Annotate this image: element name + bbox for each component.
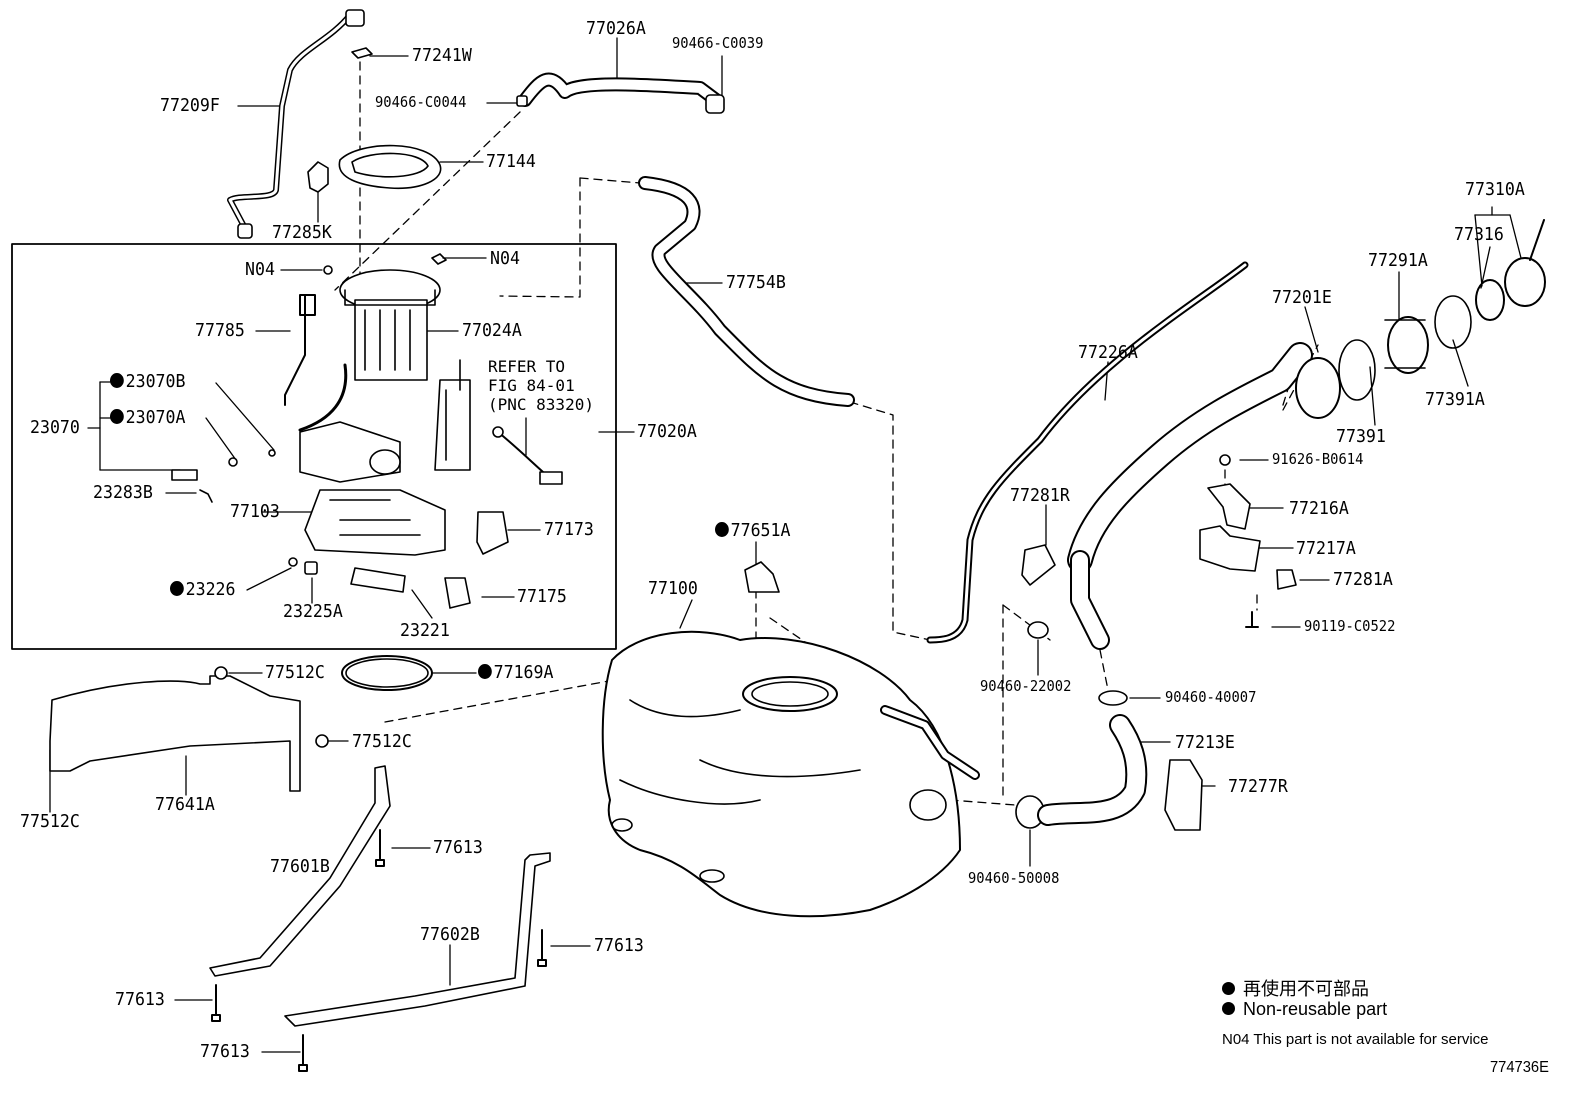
label-77512C-bottom: 77512C — [20, 811, 80, 832]
legend-n04-note: N04 This part is not available for servi… — [1222, 1031, 1489, 1048]
label-77291A: 77291A — [1368, 250, 1428, 271]
label-90460-50008: 90460-50008 — [968, 869, 1060, 887]
label-77613-a: 77613 — [433, 837, 483, 858]
fuel-tank-77100 — [601, 630, 980, 918]
protector-77277R — [1164, 759, 1203, 831]
label-N04-left: N04 — [245, 259, 275, 280]
label-77601B: 77601B — [270, 856, 330, 877]
gasket-77169A — [341, 655, 433, 691]
tank-band-77602B — [284, 852, 551, 1027]
label-77281R: 77281R — [1010, 485, 1070, 506]
legend-non-reusable-en: Non-reusable part — [1222, 999, 1387, 1020]
label-23283B: 23283B — [93, 482, 153, 503]
label-23225A: 23225A — [283, 601, 343, 622]
label-77785: 77785 — [195, 320, 245, 341]
label-77316: 77316 — [1454, 224, 1504, 245]
label-77391A: 77391A — [1425, 389, 1485, 410]
label-77100: 77100 — [648, 578, 698, 599]
label-77281A: 77281A — [1333, 569, 1393, 590]
label-77241W: 77241W — [412, 45, 472, 66]
label-77209F: 77209F — [160, 95, 220, 116]
label-23070: 23070 — [30, 417, 80, 438]
label-77512C-right: 77512C — [352, 731, 412, 752]
legend-non-reusable-jp: 再使用不可部品 — [1222, 975, 1369, 1001]
label-77020A: 77020A — [637, 421, 697, 442]
reference-note-line-3: (PNC 83320) — [488, 395, 594, 414]
label-90466-C0039: 90466-C0039 — [672, 34, 764, 52]
label-90119-C0522: 90119-C0522 — [1304, 617, 1396, 635]
gasket-77391A — [1434, 295, 1472, 349]
label-77285K: 77285K — [272, 222, 332, 243]
figure-id: 774736E — [1490, 1059, 1549, 1076]
gasket-77391 — [1338, 339, 1376, 401]
label-77175: 77175 — [517, 586, 567, 607]
label-77217A: 77217A — [1296, 538, 1356, 559]
label-77613-c: 77613 — [115, 989, 165, 1010]
label-77024A: 77024A — [462, 320, 522, 341]
label-77026A: 77026A — [586, 18, 646, 39]
label-77310A: 77310A — [1465, 179, 1525, 200]
legend-dot-icon — [1222, 982, 1235, 995]
label-77651A: 77651A — [715, 522, 790, 540]
fuel-filter-23221 — [350, 567, 406, 593]
pump-bracket-77103 — [304, 489, 446, 556]
label-77641A: 77641A — [155, 794, 215, 815]
label-90460-40007: 90460-40007 — [1165, 688, 1257, 706]
reference-note-line-1: REFER TO — [488, 357, 566, 376]
label-77391: 77391 — [1336, 426, 1386, 447]
label-77613-b: 77613 — [594, 935, 644, 956]
label-N04-right: N04 — [490, 248, 520, 269]
label-77201E: 77201E — [1272, 287, 1332, 308]
label-90466-C0044: 90466-C0044 — [375, 93, 467, 111]
gasket-77316 — [1475, 279, 1505, 321]
fuel-cap-77310A — [1504, 219, 1546, 307]
label-77512C-top: 77512C — [265, 662, 325, 683]
label-23226: 23226 — [170, 581, 235, 599]
label-77169A: 77169A — [478, 664, 553, 682]
label-77173: 77173 — [544, 519, 594, 540]
label-23070A: 23070A — [110, 409, 185, 427]
fuel-pump-23070 — [299, 421, 401, 483]
clip-77285K — [307, 161, 329, 193]
label-91626-B0614: 91626-B0614 — [1272, 450, 1364, 468]
label-77277R: 77277R — [1228, 776, 1288, 797]
reference-note-line-2: FIG 84-01 — [488, 376, 575, 395]
cushion-77651A — [744, 561, 780, 593]
fuel-pump-module-77024A — [339, 269, 441, 381]
harness-77785 — [284, 294, 316, 406]
tank-band-77601B — [209, 765, 391, 977]
label-77103: 77103 — [230, 501, 280, 522]
legend-dot-icon — [1222, 1002, 1235, 1015]
ring-77291A — [1384, 316, 1429, 374]
fuel-pump-assembly-group-box — [11, 243, 617, 650]
label-23070B: 23070B — [110, 373, 185, 391]
label-90460-22002: 90460-22002 — [980, 677, 1072, 695]
label-77226A: 77226A — [1078, 342, 1138, 363]
label-77213E: 77213E — [1175, 732, 1235, 753]
label-77144: 77144 — [486, 151, 536, 172]
retainer-ring-77144 — [338, 144, 442, 190]
label-77754B: 77754B — [726, 272, 786, 293]
label-77216A: 77216A — [1289, 498, 1349, 519]
label-77613-d: 77613 — [200, 1041, 250, 1062]
protector-77641A — [49, 675, 301, 792]
label-77602B: 77602B — [420, 924, 480, 945]
label-23221: 23221 — [400, 620, 450, 641]
